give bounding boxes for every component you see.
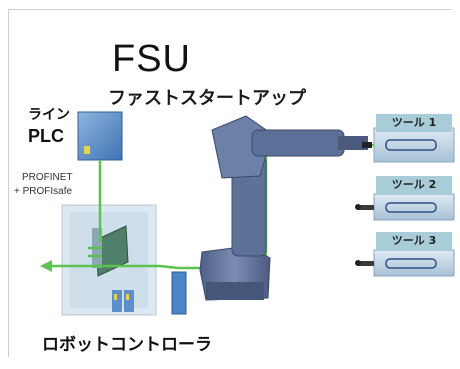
plc-label-line: ライン [28, 107, 70, 123]
frame-left-line [8, 9, 9, 357]
robot-controller-cabinet [61, 204, 157, 316]
robot-arm-link [264, 143, 338, 268]
plc-label: PLC [28, 126, 64, 146]
line-plc-device [77, 111, 123, 161]
controller-label: ロボットコントローラ [42, 335, 212, 355]
outbound-arrow [40, 260, 52, 272]
controller-bus [52, 264, 179, 270]
tool-2-body [355, 193, 455, 221]
network-label-profinet: PROFINET [22, 172, 73, 183]
tool-2-label: ツール 2 [376, 176, 452, 194]
diagram-subtitle: ファストスタートアップ [108, 88, 306, 109]
network-label-profisafe: + PROFIsafe [14, 186, 73, 197]
frame-top-line [8, 9, 452, 10]
io-module [171, 271, 187, 315]
tool-1-label: ツール 1 [376, 114, 452, 132]
tool-1-body [362, 127, 455, 163]
tool-3-body [355, 249, 455, 277]
diagram-title: FSU [112, 38, 191, 80]
robot-arm [199, 115, 368, 301]
controller-port-links [88, 246, 102, 258]
tool-3-label: ツール 3 [376, 232, 452, 250]
